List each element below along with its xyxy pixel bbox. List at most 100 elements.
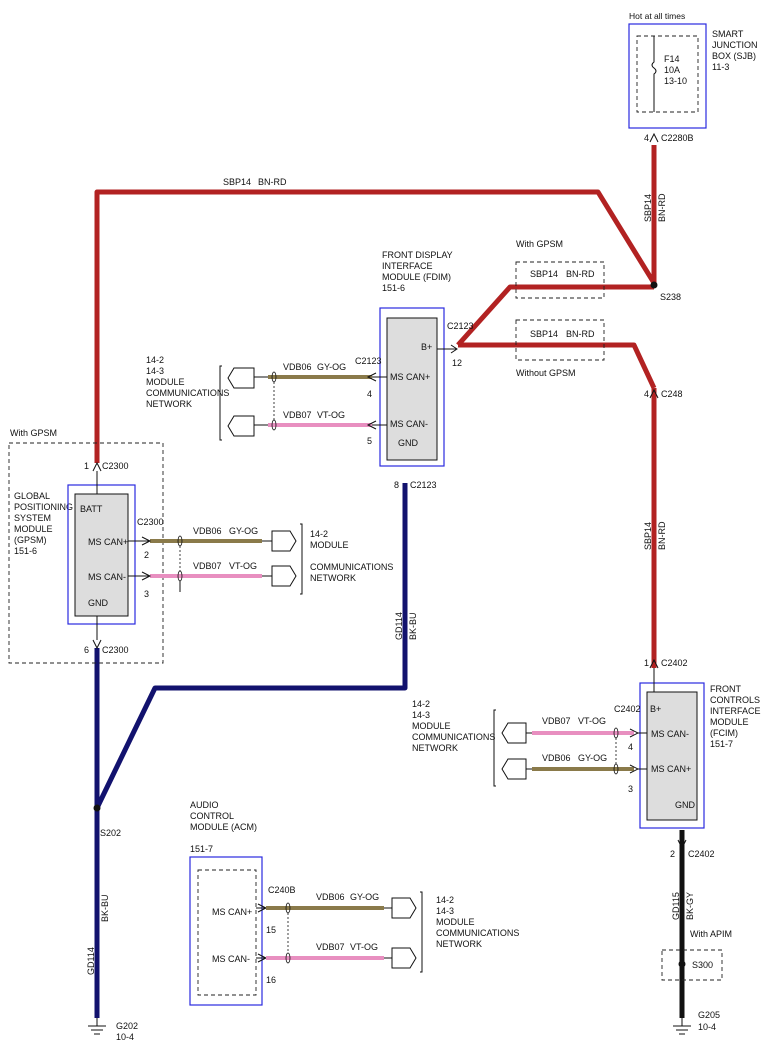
fuse-icon <box>651 36 657 112</box>
fdim-can-connector: C2123 <box>355 356 382 366</box>
g205-name: G205 <box>698 1010 720 1020</box>
fcim-module: 1 C2402 B+ MS CAN- MS CAN+ GND FRONT CON… <box>412 658 761 859</box>
network-connector-icon <box>391 947 417 969</box>
splice-s202-dot <box>93 804 101 812</box>
acm-lo-color: VT-OG <box>350 942 378 952</box>
acm-frame <box>189 856 263 1006</box>
sjb-frame <box>628 23 707 129</box>
arrow-icon <box>366 420 377 430</box>
fcim-bplus: B+ <box>650 704 661 714</box>
splice-s238-dot <box>650 281 658 289</box>
splice-s238-label: S238 <box>660 292 681 302</box>
network-connector-icon <box>227 415 255 437</box>
with-apim-note: With APIM <box>690 929 732 939</box>
arrow-icon <box>649 132 659 143</box>
network-connector-icon <box>501 722 527 744</box>
fuse-rating: 10A <box>664 65 680 75</box>
fcim-net-3: MODULE <box>412 721 451 731</box>
gpsm-batt-pin: 1 <box>84 461 89 471</box>
fcim-hi-color: GY-OG <box>578 753 607 763</box>
acm-hi-color: GY-OG <box>350 892 379 902</box>
with-gpsm-circuit: SBP14 <box>530 269 558 279</box>
fcim-net-1: 14-2 <box>412 699 430 709</box>
arrow-icon <box>649 658 659 669</box>
network-connector-icon <box>271 530 297 552</box>
fcim-gnd: GND <box>675 800 696 810</box>
gpsm-title-2: POSITIONING <box>14 502 73 512</box>
s248-pin: 4 <box>644 389 649 399</box>
fdim-can-lo: MS CAN- <box>390 419 428 429</box>
wire-sbp14-without-gpsm[interactable] <box>458 342 657 390</box>
acm-title-3: MODULE (ACM) <box>190 822 257 832</box>
sjb-pin: 4 <box>644 133 649 143</box>
gpsm-batt-connector: C2300 <box>102 461 129 471</box>
wire-gd114-fdim[interactable] <box>94 483 408 810</box>
fcim-lo-color: VT-OG <box>578 716 606 726</box>
fcim-can-hi: MS CAN+ <box>651 764 691 774</box>
fdim-can-hi: MS CAN+ <box>390 372 430 382</box>
gpsm-title-3: SYSTEM <box>14 513 51 523</box>
network-bracket <box>300 523 303 595</box>
fuse-ref: 13-10 <box>664 76 687 86</box>
ground-icon <box>673 1018 691 1035</box>
arrow-icon <box>677 839 687 850</box>
gpsm-body <box>74 493 129 617</box>
gpsm-net-2: MODULE <box>310 540 349 550</box>
arrow-icon <box>437 344 458 354</box>
fdim-net-3: MODULE <box>146 377 185 387</box>
gd114-main-circuit: GD114 <box>86 947 96 975</box>
fdim-net-5: NETWORK <box>146 399 192 409</box>
fcim-title-4: MODULE <box>710 717 749 727</box>
twisted-pair-icon <box>285 952 291 964</box>
wire-sbp14-top-gpsm[interactable] <box>94 189 657 463</box>
arrow-icon <box>649 388 659 399</box>
acm-lo-circuit: VDB07 <box>316 942 345 952</box>
fdim-net-2: 14-3 <box>146 366 164 376</box>
gpsm-lo-color: VT-OG <box>229 561 257 571</box>
gpsm-lo-circuit: VDB07 <box>193 561 222 571</box>
fdim-frame <box>379 307 445 467</box>
fcim-gnd-connector: C2402 <box>688 849 715 859</box>
acm-net-2: 14-3 <box>436 906 454 916</box>
gpsm-module: With GPSM GLOBAL POSITIONING SYSTEM MODU… <box>8 428 393 664</box>
acm-hi-circuit: VDB06 <box>316 892 345 902</box>
fcim-gnd-pin: 2 <box>670 849 675 859</box>
gpsm-title-5: (GPSM) <box>14 535 47 545</box>
power-wires <box>94 145 657 668</box>
gpsm-title-4: MODULE <box>14 524 53 534</box>
fdim-title-3: MODULE (FDIM) <box>382 272 451 282</box>
vert-top-circuit: SBP14 <box>643 194 653 222</box>
gpsm-with-note: With GPSM <box>10 428 57 438</box>
fcim-lo-circuit: VDB07 <box>542 716 571 726</box>
network-bracket <box>420 891 423 973</box>
fcim-net-5: NETWORK <box>412 743 458 753</box>
arrow-icon <box>141 571 152 581</box>
fdim-hi-circuit: VDB06 <box>283 362 312 372</box>
fcim-hi-circuit: VDB06 <box>542 753 571 763</box>
gpsm-gnd-connector: C2300 <box>102 645 129 655</box>
fuse-name: F14 <box>664 54 680 64</box>
with-gpsm-color: BN-RD <box>566 269 595 279</box>
fcim-net-4: COMMUNICATIONS <box>412 732 495 742</box>
network-bracket <box>493 709 496 787</box>
gpsm-net-3: COMMUNICATIONS <box>310 562 393 572</box>
wire-sbp14-with-gpsm[interactable] <box>456 284 654 347</box>
with-apim-dashed-box <box>661 949 723 981</box>
fdim-title-1: FRONT DISPLAY <box>382 250 453 260</box>
acm-can-hi: MS CAN+ <box>212 907 252 917</box>
fdim-bplus-pin: 12 <box>452 358 462 368</box>
gpsm-net-1: 14-2 <box>310 529 328 539</box>
top-wire-color: BN-RD <box>258 177 287 187</box>
fcim-body <box>646 691 698 821</box>
fdim-bplus-connector: C2123 <box>447 321 474 331</box>
g205-ref: 10-4 <box>698 1022 716 1032</box>
with-gpsm-branch: With GPSM SBP14 BN-RD <box>515 239 605 299</box>
gpsm-can-connector: C2300 <box>137 517 164 527</box>
fdim-can-lo-pin: 5 <box>367 436 372 446</box>
gd115-circuit: GD115 <box>671 892 681 920</box>
sjb-hot-label: Hot at all times <box>629 11 685 21</box>
gpsm-gnd-pin: 6 <box>84 645 89 655</box>
without-gpsm-dashed-box <box>515 319 605 361</box>
without-gpsm-color: BN-RD <box>566 329 595 339</box>
acm-can-connector: C240B <box>268 885 296 895</box>
